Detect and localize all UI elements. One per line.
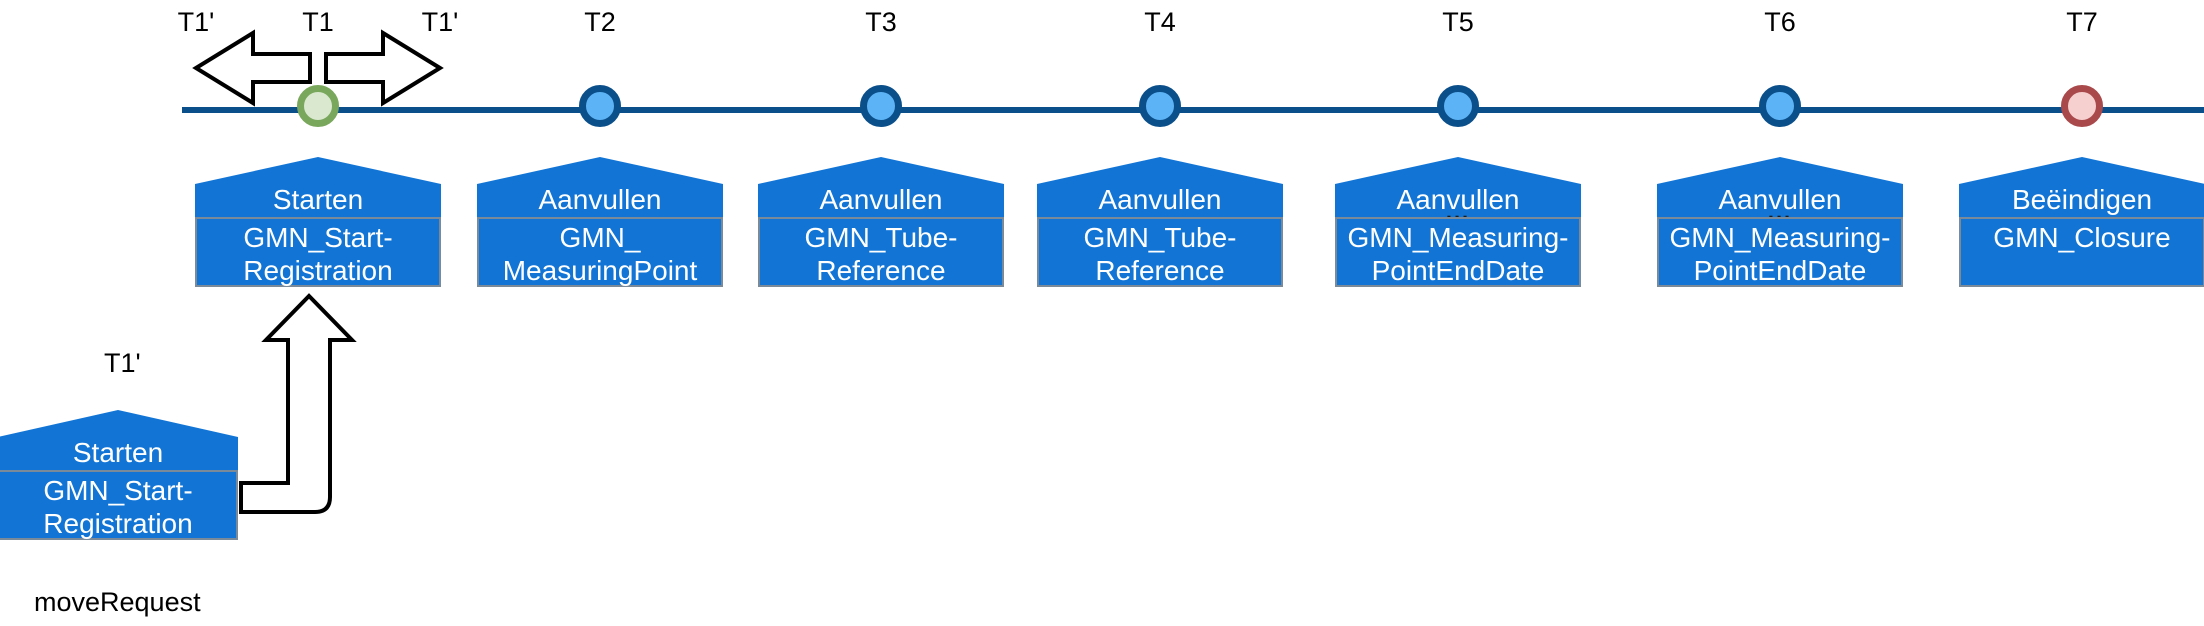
tick-label-t7: T7 [2066, 7, 2098, 37]
card-t5-action: Aanvullen [1396, 184, 1520, 215]
card-move-request-body: GMN_Start- Registration [0, 470, 238, 540]
card-t6[interactable]: Aanvullen ... GMN_Measuring- PointEndDat… [1657, 157, 1903, 287]
tick-label-t6: T6 [1764, 7, 1796, 37]
card-t6-header: Aanvullen ... [1657, 157, 1903, 217]
card-move-request-message: GMN_Start- Registration [43, 475, 193, 539]
card-t1-body: GMN_Start- Registration [195, 217, 441, 287]
timeline-node-t3[interactable] [860, 85, 902, 127]
timeline-node-t6[interactable] [1759, 85, 1801, 127]
card-t7-body: GMN_Closure [1959, 217, 2204, 287]
shift-label-t1-prime-right: T1' [421, 7, 459, 37]
card-t4-message: GMN_Tube- Reference [1083, 222, 1237, 286]
card-t2-body: GMN_ MeasuringPoint [477, 217, 723, 287]
move-request-time-label: T1' [104, 348, 141, 378]
timeline-node-t4[interactable] [1139, 85, 1181, 127]
card-t7-message: GMN_Closure [1993, 222, 2171, 253]
card-move-request-action: Starten [72, 437, 164, 468]
card-t1[interactable]: Starten GMN_Start- Registration [195, 157, 441, 287]
tick-label-t3: T3 [865, 7, 897, 37]
timeline-node-t5[interactable] [1437, 85, 1479, 127]
card-t3-header: Aanvullen [758, 157, 1004, 217]
timeline-node-t2[interactable] [579, 85, 621, 127]
card-t4-body: GMN_Tube- Reference [1037, 217, 1283, 287]
move-request-connector-arrow [239, 293, 357, 514]
card-t6-message: GMN_Measuring- PointEndDate [1669, 222, 1891, 286]
card-t3-message: GMN_Tube- Reference [804, 222, 958, 286]
tick-label-t5: T5 [1442, 7, 1474, 37]
card-t5-body: GMN_Measuring- PointEndDate [1335, 217, 1581, 287]
card-t6-ellipsis: ... [1767, 199, 1793, 224]
card-t4-action: Aanvullen [1098, 184, 1222, 215]
card-t7-header: Beëindigen [1959, 157, 2204, 217]
move-request-caption: moveRequest [34, 587, 201, 617]
tick-label-t4: T4 [1144, 7, 1176, 37]
timeline-node-t1[interactable] [297, 85, 339, 127]
card-t3-action: Aanvullen [819, 184, 943, 215]
card-t2-header: Aanvullen [477, 157, 723, 217]
tick-label-t1: T1 [302, 7, 334, 37]
shift-arrow-right-icon [324, 29, 444, 107]
timeline-axis [182, 107, 2204, 113]
card-t1-message: GMN_Start- Registration [243, 222, 393, 286]
card-t7[interactable]: Beëindigen GMN_Closure [1959, 157, 2204, 287]
card-t5-message: GMN_Measuring- PointEndDate [1347, 222, 1569, 286]
shift-arrow-left-icon [192, 29, 312, 107]
card-t2[interactable]: Aanvullen GMN_ MeasuringPoint [477, 157, 723, 287]
card-t5[interactable]: Aanvullen ... GMN_Measuring- PointEndDat… [1335, 157, 1581, 287]
card-t4-header: Aanvullen [1037, 157, 1283, 217]
card-t3-body: GMN_Tube- Reference [758, 217, 1004, 287]
timeline-node-t7[interactable] [2061, 85, 2103, 127]
card-t1-action: Starten [272, 184, 364, 215]
card-move-request[interactable]: Starten GMN_Start- Registration [0, 410, 244, 540]
tick-label-t2: T2 [584, 7, 616, 37]
card-t4[interactable]: Aanvullen GMN_Tube- Reference [1037, 157, 1283, 287]
card-t5-header: Aanvullen ... [1335, 157, 1581, 217]
card-t6-action: Aanvullen [1718, 184, 1842, 215]
card-t6-body: GMN_Measuring- PointEndDate [1657, 217, 1903, 287]
card-t2-action: Aanvullen [538, 184, 662, 215]
card-t2-message: GMN_ MeasuringPoint [502, 222, 698, 286]
card-move-request-header: Starten [0, 410, 238, 470]
card-t3[interactable]: Aanvullen GMN_Tube- Reference [758, 157, 1004, 287]
card-t1-header: Starten [195, 157, 441, 217]
shift-label-t1-prime-left: T1' [177, 7, 215, 37]
card-t7-action: Beëindigen [2011, 184, 2153, 215]
card-t5-ellipsis: ... [1445, 199, 1471, 224]
